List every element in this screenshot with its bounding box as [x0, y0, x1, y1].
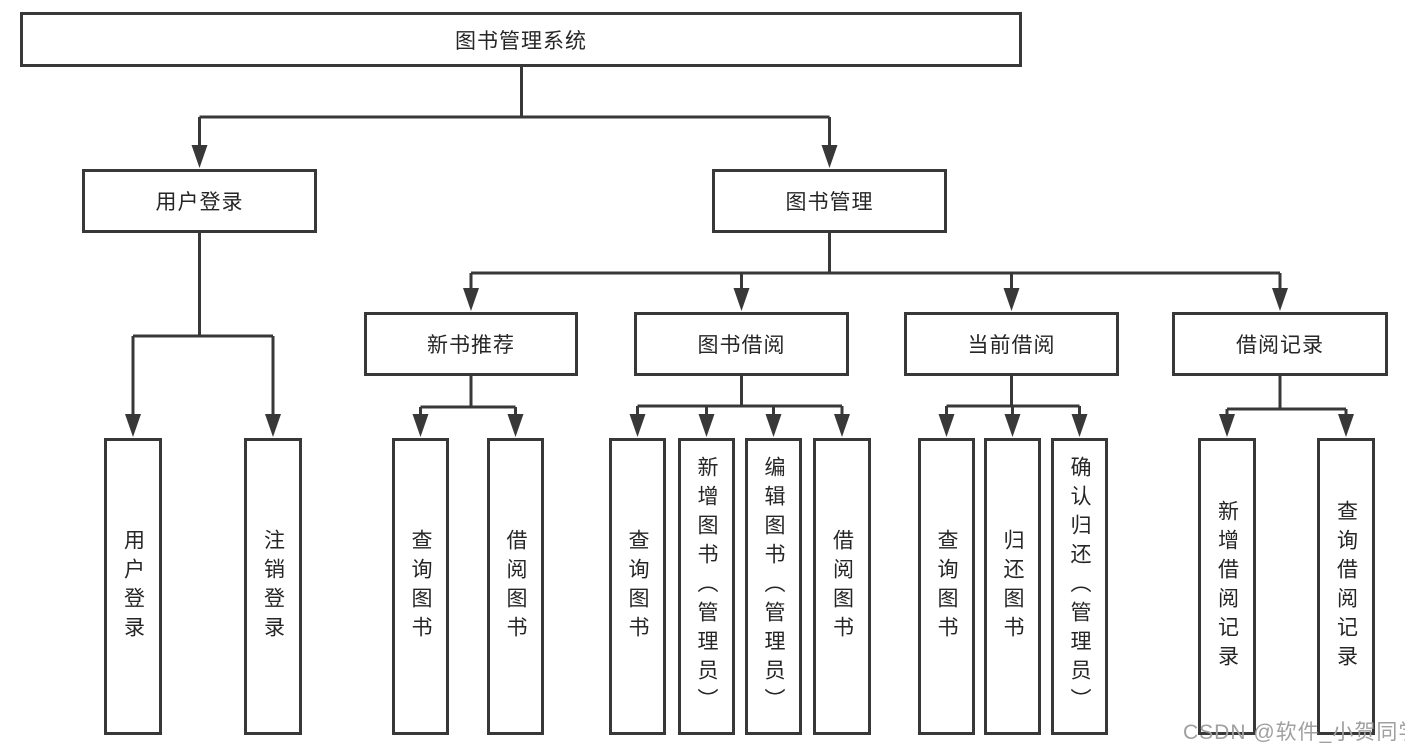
arrowhead-borrow-record	[1272, 288, 1288, 311]
connector-borrow-record-branch	[1219, 376, 1354, 437]
arrowhead-book-borrow	[733, 288, 750, 311]
arrowhead-cb-return	[1004, 414, 1021, 437]
node-current-borrow: 当前借阅	[904, 312, 1119, 376]
arrowhead-nbr-borrow	[507, 414, 524, 437]
arrowhead-cb-confirm	[1071, 414, 1088, 437]
leaf-label: 新增图书（管理员）	[695, 456, 718, 717]
arrowhead-bb-edit	[765, 414, 782, 437]
node-book-management: 图书管理	[712, 169, 947, 233]
arrowhead-br-query	[1338, 414, 1354, 437]
leaf-user-login: 用户登录	[104, 438, 162, 735]
connector-new-book-rec-branch	[412, 376, 524, 437]
leaf-cb-query-book: 查询图书	[918, 438, 975, 735]
node-book-borrow: 图书借阅	[634, 312, 849, 376]
leaf-label: 注销登录	[261, 528, 285, 645]
node-root-system: 图书管理系统	[20, 12, 1022, 67]
leaf-cb-confirm-return-admin: 确认归还（管理员）	[1051, 438, 1108, 735]
arrowhead-ul-user-login	[125, 414, 141, 437]
leaf-label: 编辑图书（管理员）	[762, 456, 785, 717]
arrowhead-new-book-rec	[463, 288, 479, 311]
connector-book-mgmt-branch	[463, 233, 1288, 311]
arrowhead-bb-add	[698, 414, 715, 437]
leaf-label: 查询图书	[626, 528, 649, 645]
leaf-label: 归还图书	[1001, 528, 1024, 645]
leaf-label: 新增借阅记录	[1215, 499, 1239, 674]
leaf-bb-add-book-admin: 新增图书（管理员）	[678, 438, 735, 735]
leaf-label: 查询图书	[409, 528, 432, 645]
arrowhead-user-login	[191, 145, 208, 168]
leaf-bb-query-book: 查询图书	[609, 438, 666, 735]
leaf-label: 用户登录	[121, 528, 145, 645]
leaf-br-add-record: 新增借阅记录	[1198, 438, 1256, 735]
arrowhead-ul-logout	[265, 414, 281, 437]
arrowhead-bb-borrow	[834, 414, 850, 437]
leaf-nbr-query-book: 查询图书	[392, 438, 449, 735]
leaf-label: 查询图书	[935, 528, 958, 645]
arrowhead-book-mgmt	[821, 145, 838, 168]
leaf-label: 借阅图书	[830, 528, 854, 645]
connector-user-login-branch	[125, 233, 281, 437]
leaf-label: 查询借阅记录	[1334, 499, 1358, 674]
leaf-label: 确认归还（管理员）	[1068, 456, 1091, 717]
leaf-logout: 注销登录	[244, 438, 302, 735]
leaf-bb-edit-book-admin: 编辑图书（管理员）	[745, 438, 802, 735]
node-borrow-record: 借阅记录	[1172, 312, 1388, 376]
leaf-cb-return-book: 归还图书	[984, 438, 1041, 735]
arrowhead-bb-query	[629, 414, 646, 437]
leaf-br-query-record: 查询借阅记录	[1317, 438, 1375, 735]
node-user-login: 用户登录	[82, 169, 317, 233]
connector-root-branch	[191, 67, 838, 168]
csdn-watermark: CSDN @软件_小贺同学	[1183, 721, 1405, 744]
arrowhead-current-borrow	[1003, 288, 1020, 311]
leaf-bb-borrow-book: 借阅图书	[813, 438, 871, 735]
connector-book-borrow-branch	[629, 376, 850, 437]
arrowhead-nbr-query	[412, 414, 429, 437]
leaf-nbr-borrow-book: 借阅图书	[487, 438, 544, 735]
arrowhead-br-add	[1219, 414, 1235, 437]
arrowhead-cb-query	[938, 414, 955, 437]
leaf-label: 借阅图书	[504, 528, 527, 645]
node-new-book-recommend: 新书推荐	[364, 312, 578, 376]
connector-current-borrow-branch	[938, 376, 1088, 437]
